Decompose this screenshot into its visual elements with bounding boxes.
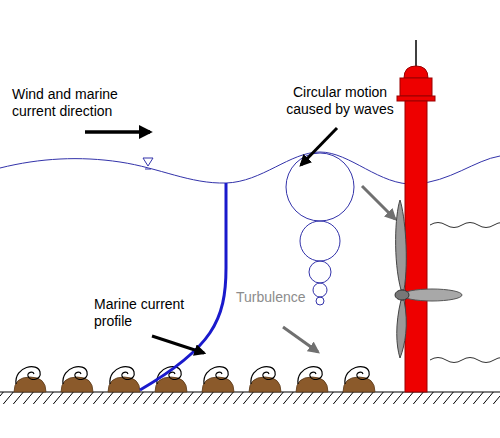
seabed-hatch <box>0 392 500 404</box>
leader-arrow <box>301 128 337 165</box>
current-profile-line <box>140 183 226 390</box>
wake-line <box>430 358 500 363</box>
direction-label: Wind and marine current direction <box>12 86 152 120</box>
turbulence-label: Turbulence <box>236 289 331 306</box>
leader-arrow <box>152 336 204 353</box>
water-level-symbol <box>143 158 153 169</box>
waves-label: Circular motion caused by waves <box>278 84 402 118</box>
seabed-eddy <box>61 367 93 392</box>
seabed-eddy <box>108 367 140 392</box>
wake-line <box>430 223 500 228</box>
turbine <box>395 200 462 358</box>
seabed-eddy <box>202 367 234 392</box>
seabed-eddy <box>343 367 375 392</box>
seabed-eddy <box>249 367 281 392</box>
wind-arrow <box>85 130 150 134</box>
seabed-eddy <box>14 367 46 392</box>
seabed-eddy <box>296 367 328 392</box>
leader-arrow <box>283 327 318 352</box>
wave-orbits <box>286 153 354 305</box>
profile-label: Marine current profile <box>94 296 212 330</box>
leader-arrow <box>362 186 395 219</box>
